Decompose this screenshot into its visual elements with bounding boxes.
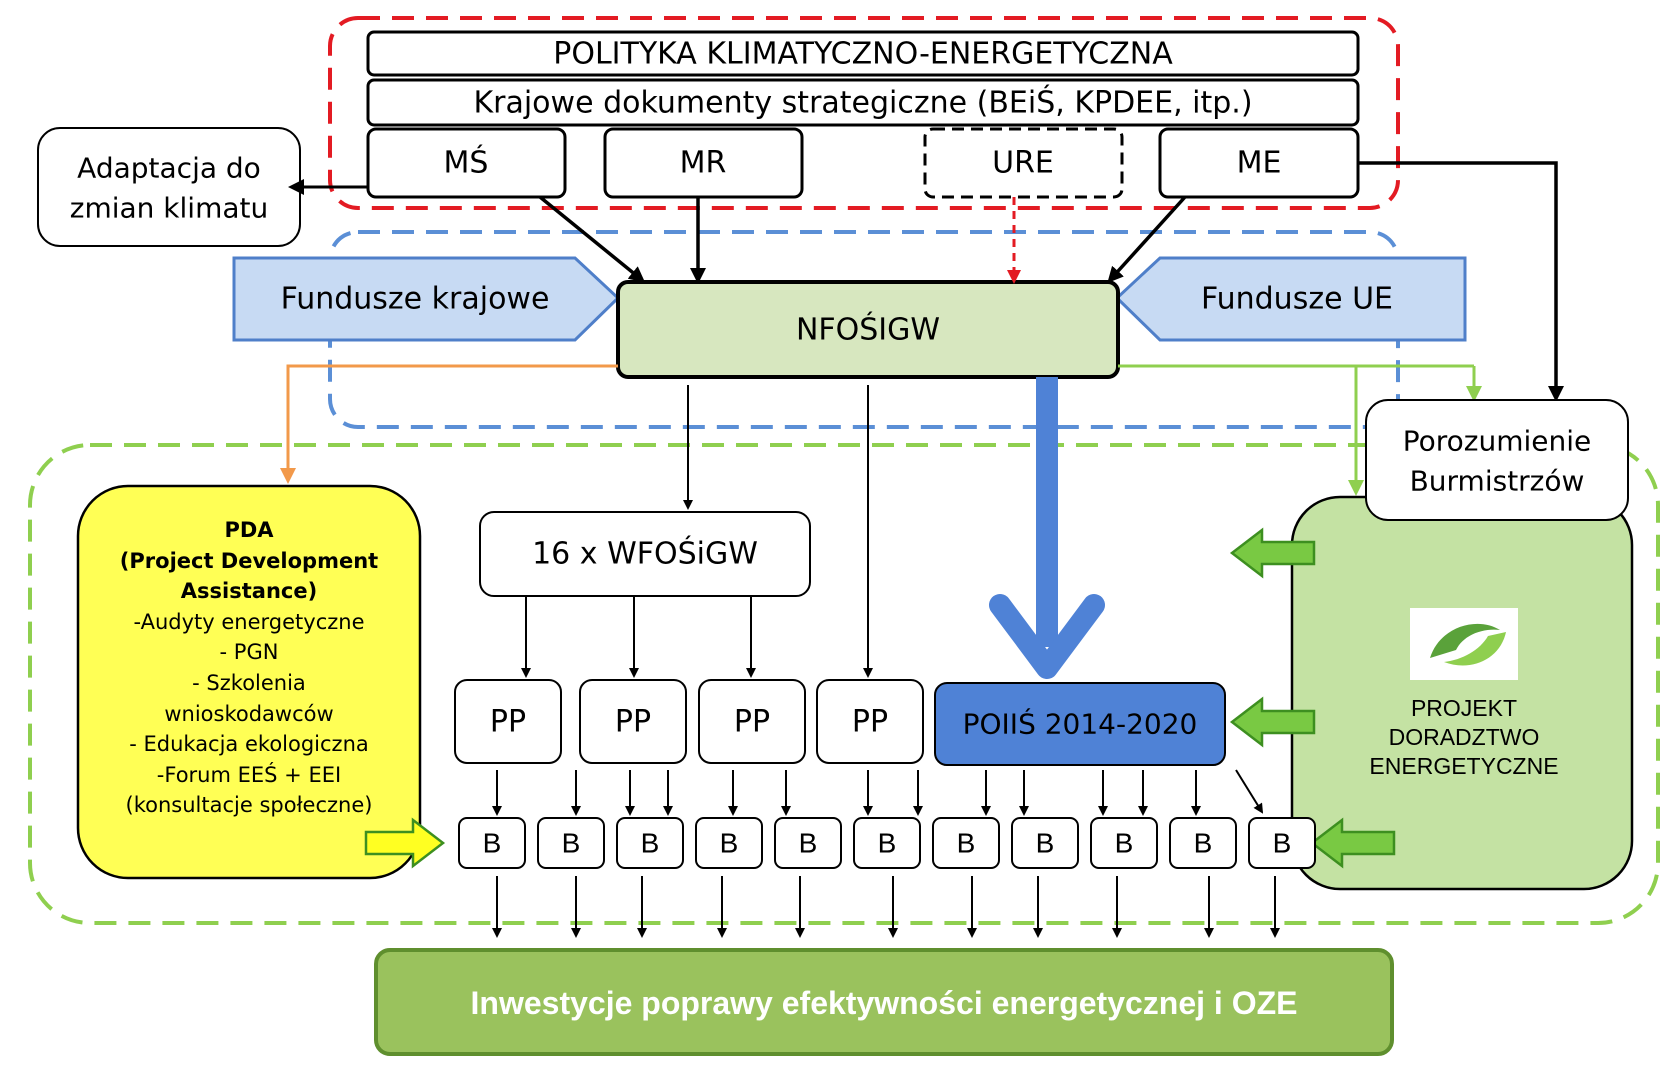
- arrow-ms-nfosigw: [538, 195, 646, 283]
- pp-box-4: [816, 679, 924, 764]
- pda-line-10: (konsultacje społeczne): [126, 793, 373, 817]
- b-label-11: B: [1273, 828, 1292, 859]
- pp-box-3: [698, 679, 806, 764]
- strategy-documents: Krajowe dokumenty strategiczne (BEiŚ, KP…: [473, 84, 1252, 121]
- ministry-me: ME: [1237, 146, 1282, 181]
- ministry-mr: MR: [680, 146, 727, 181]
- pda-line-6: - Szkolenia: [192, 671, 306, 695]
- pp-box-2: [579, 679, 687, 764]
- pda-line-3: Assistance): [181, 579, 317, 603]
- pda-line-5: - PGN: [220, 640, 279, 664]
- climate-policy-group: [328, 16, 1400, 210]
- pda-line-2: (Project Development: [120, 549, 378, 573]
- adaptation-line2: zmian klimatu: [70, 192, 269, 225]
- project-line-1: PROJEKT: [1411, 695, 1517, 721]
- pp-label-3: PP: [734, 705, 770, 740]
- covenant-box: [1365, 399, 1629, 521]
- arrow-me-nfosigw: [1107, 195, 1187, 283]
- project-arrow-1: [1229, 527, 1316, 579]
- pp-label-4: PP: [852, 705, 888, 740]
- b-box-8: [1011, 817, 1079, 869]
- b-label-4: B: [720, 828, 739, 859]
- b-label-7: B: [957, 828, 976, 859]
- ministry-mr-box: [603, 127, 804, 199]
- nfosigw: NFOŚIGW: [796, 311, 940, 348]
- b-label-3: B: [641, 828, 660, 859]
- final-investment: Inwestycje poprawy efektywności energety…: [471, 985, 1298, 1021]
- pda-line-7: wnioskodawców: [164, 702, 333, 726]
- pp-label-1: PP: [490, 705, 526, 740]
- adaptation-line1: Adaptacja do: [77, 152, 261, 185]
- arrow-me-covenant: [1358, 161, 1564, 402]
- nfosigw-box: [616, 280, 1120, 379]
- arrow-nfosigw-pda: [280, 364, 618, 484]
- b-label-10: B: [1194, 828, 1213, 859]
- implementation-group: [28, 443, 1660, 925]
- adaptation-box: [37, 127, 301, 247]
- project-logo-icon: [1410, 608, 1518, 680]
- b-label-5: B: [799, 828, 818, 859]
- wfosigw-box: [479, 511, 811, 597]
- ministry-ms-box: [366, 127, 567, 199]
- arrows-to-final: [492, 876, 1280, 938]
- pda-line-8: - Edukacja ekologiczna: [129, 732, 369, 756]
- ministry-ure-box: [923, 127, 1124, 199]
- big-blue-arrow-shaft: [1036, 377, 1058, 647]
- ministry-ms: MŚ: [444, 144, 489, 181]
- strategy-box: [366, 78, 1360, 127]
- ministry-ure: URE: [992, 146, 1054, 181]
- pda-arrow: [364, 817, 446, 869]
- project-arrow-3: [1309, 817, 1396, 869]
- b-label-6: B: [878, 828, 897, 859]
- project-arrow-2: [1229, 696, 1316, 748]
- big-blue-arrow-head: [989, 594, 1105, 679]
- poiis-box: [934, 682, 1226, 766]
- wfosigw: 16 x WFOŚiGW: [532, 535, 758, 572]
- pda-box: [76, 484, 422, 880]
- b-label-1: B: [483, 828, 502, 859]
- b-box-10: [1169, 817, 1237, 869]
- arrows-to-b: [492, 769, 1264, 816]
- b-label-8: B: [1036, 828, 1055, 859]
- covenant-line1: Porozumienie: [1403, 425, 1592, 458]
- pda-line-4: -Audyty energetyczne: [133, 610, 364, 634]
- eu-funds: Fundusze UE: [1201, 282, 1393, 317]
- b-box-4: [695, 817, 763, 869]
- covenant-line2: Burmistrzów: [1410, 465, 1585, 498]
- national-funds: Fundusze krajowe: [281, 282, 550, 317]
- policy-title-box: [366, 30, 1360, 77]
- eu-funds-arrow: [1114, 256, 1467, 342]
- b-label-9: B: [1115, 828, 1134, 859]
- pp-label-2: PP: [615, 705, 651, 740]
- b-box-1: [458, 817, 526, 869]
- b-box-7: [932, 817, 1000, 869]
- b-box-6: [853, 817, 921, 869]
- b-box-5: [774, 817, 842, 869]
- b-box-9: [1090, 817, 1158, 869]
- b-label-2: B: [562, 828, 581, 859]
- project-line-3: ENERGETYCZNE: [1369, 753, 1558, 779]
- b-box-2: [537, 817, 605, 869]
- pda-line-9: -Forum EEŚ + EEI: [157, 762, 341, 787]
- policy-title: POLITYKA KLIMATYCZNO-ENERGETYCZNA: [553, 37, 1173, 72]
- b-box-3: [616, 817, 684, 869]
- poiis: POIIŚ 2014-2020: [963, 707, 1198, 741]
- national-funds-arrow: [232, 256, 621, 342]
- final-investment-box: [374, 948, 1394, 1056]
- pda-line-1: PDA: [224, 518, 274, 542]
- project-line-2: DORADZTWO: [1389, 724, 1540, 750]
- b-box-11: [1248, 817, 1316, 869]
- pp-box-1: [454, 679, 562, 764]
